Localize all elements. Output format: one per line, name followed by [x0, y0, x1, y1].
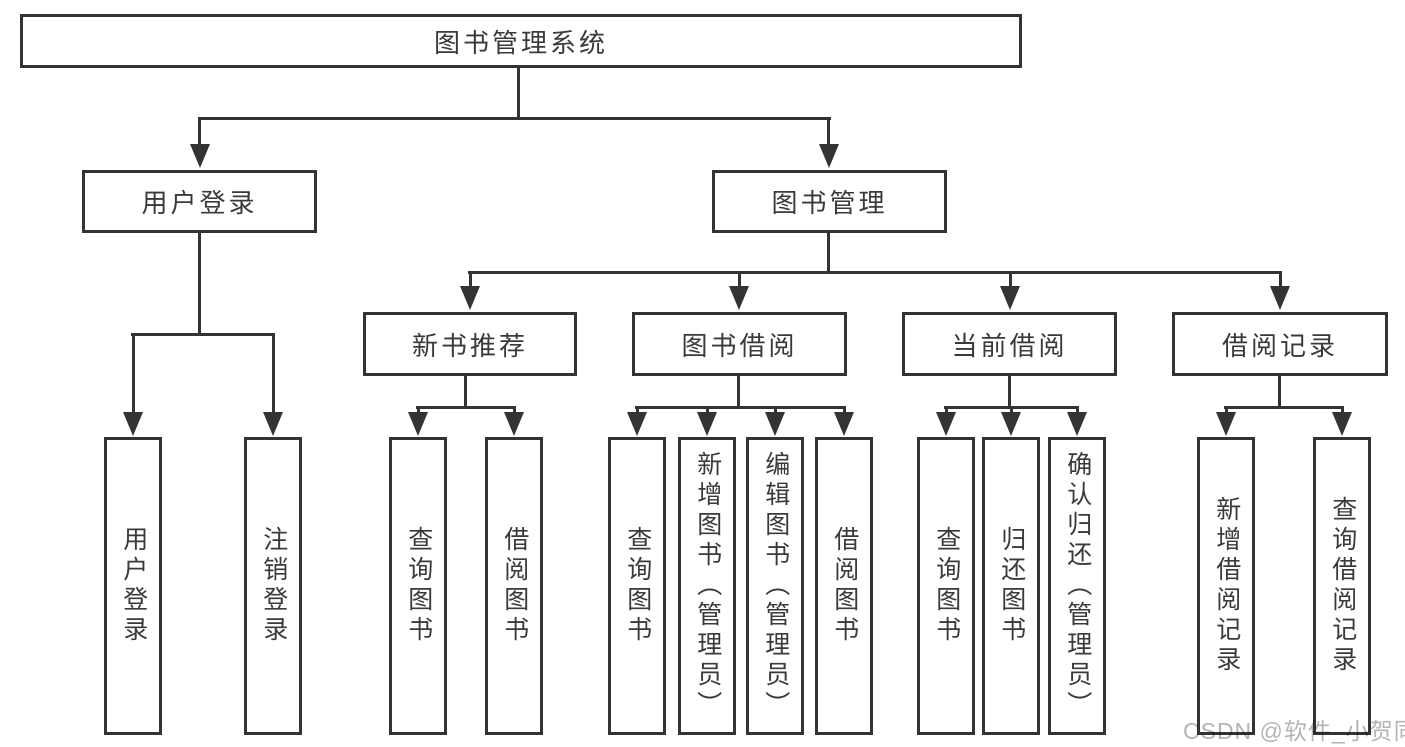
- arrow-down-icon: [263, 412, 283, 436]
- leaf-borrow-edit-book: 编辑图书（管理员）: [746, 437, 804, 735]
- connector-line: [636, 406, 639, 416]
- node-current-borrow: 当前借阅: [902, 312, 1117, 376]
- node-new-book-recommend: 新书推荐: [363, 312, 577, 376]
- connector-line: [198, 117, 831, 120]
- connector-line: [1008, 374, 1011, 409]
- leaf-user-login: 用户登录: [104, 437, 162, 735]
- leaf-borrow-query-label: 查询图书: [623, 526, 652, 646]
- connector-line: [945, 406, 948, 416]
- connector-line: [1010, 406, 1013, 416]
- connector-line: [272, 333, 275, 415]
- connector-line: [468, 271, 1282, 274]
- arrow-down-icon: [819, 144, 839, 168]
- arrow-down-icon: [460, 286, 480, 310]
- node-book-management: 图书管理: [712, 170, 947, 233]
- leaf-borrow-book: 借阅图书: [815, 437, 873, 735]
- arrow-down-icon: [408, 412, 428, 436]
- arrow-down-icon: [697, 412, 717, 436]
- node-borrow-records: 借阅记录: [1172, 312, 1388, 376]
- leaf-borrow-book-label: 借阅图书: [830, 526, 859, 646]
- node-new-book-recommend-label: 新书推荐: [411, 330, 528, 361]
- connector-line: [737, 374, 740, 409]
- arrow-down-icon: [123, 412, 143, 436]
- arrow-down-icon: [627, 412, 647, 436]
- connector-line: [1224, 406, 1344, 409]
- connector-line: [1076, 406, 1079, 416]
- node-user-login: 用户登录: [82, 170, 317, 233]
- leaf-record-add: 新增借阅记录: [1197, 437, 1255, 735]
- leaf-record-add-label: 新增借阅记录: [1212, 496, 1241, 676]
- leaf-current-query: 查询图书: [917, 437, 975, 735]
- connector-line: [132, 333, 135, 415]
- connector-line: [827, 117, 830, 147]
- connector-line: [416, 406, 516, 409]
- leaf-current-return-label: 归还图书: [997, 526, 1026, 646]
- connector-line: [774, 406, 777, 416]
- node-user-login-label: 用户登录: [141, 188, 258, 218]
- connector-line: [198, 231, 201, 336]
- leaf-borrow-edit-book-label: 编辑图书（管理员）: [761, 451, 790, 721]
- node-book-borrow-label: 图书借阅: [681, 330, 798, 361]
- connector-line: [131, 333, 275, 336]
- connector-line: [1341, 406, 1344, 416]
- leaf-newbook-query: 查询图书: [389, 437, 447, 735]
- arrow-down-icon: [1067, 412, 1087, 436]
- connector-line: [1278, 374, 1281, 409]
- leaf-borrow-add-book: 新增图书（管理员）: [678, 437, 736, 735]
- leaf-user-login-label: 用户登录: [119, 526, 148, 646]
- node-book-management-label: 图书管理: [771, 188, 888, 218]
- arrow-down-icon: [765, 412, 785, 436]
- connector-line: [1009, 271, 1012, 289]
- arrow-down-icon: [834, 412, 854, 436]
- arrow-down-icon: [936, 412, 956, 436]
- csdn-watermark: CSDN @软件_小贺同学: [1183, 718, 1405, 744]
- node-root: 图书管理系统: [20, 14, 1022, 68]
- arrow-down-icon: [1216, 412, 1236, 436]
- node-book-borrow: 图书借阅: [632, 312, 847, 376]
- connector-line: [469, 271, 472, 289]
- leaf-newbook-borrow-label: 借阅图书: [500, 526, 529, 646]
- leaf-borrow-add-book-label: 新增图书（管理员）: [693, 451, 722, 721]
- node-root-label: 图书管理系统: [433, 27, 608, 58]
- connector-line: [706, 406, 709, 416]
- node-borrow-records-label: 借阅记录: [1221, 330, 1338, 361]
- connector-line: [513, 406, 516, 416]
- leaf-record-query: 查询借阅记录: [1313, 437, 1371, 735]
- leaf-current-query-label: 查询图书: [932, 526, 961, 646]
- connector-line: [738, 271, 741, 289]
- arrow-down-icon: [1332, 412, 1352, 436]
- leaf-logout: 注销登录: [244, 437, 302, 735]
- connector-line: [417, 406, 420, 416]
- leaf-newbook-borrow: 借阅图书: [485, 437, 543, 735]
- leaf-logout-label: 注销登录: [259, 526, 288, 646]
- connector-line: [517, 66, 520, 120]
- connector-line: [635, 406, 846, 409]
- connector-line: [843, 406, 846, 416]
- arrow-down-icon: [190, 144, 210, 168]
- connector-line: [464, 374, 467, 409]
- arrow-down-icon: [729, 286, 749, 310]
- arrow-down-icon: [504, 412, 524, 436]
- leaf-current-confirm-return-label: 确认归还（管理员）: [1063, 451, 1092, 721]
- connector-line: [1225, 406, 1228, 416]
- leaf-current-confirm-return: 确认归还（管理员）: [1048, 437, 1106, 735]
- arrow-down-icon: [1001, 412, 1021, 436]
- connector-line: [198, 117, 201, 147]
- connector-line: [1279, 271, 1282, 289]
- node-current-borrow-label: 当前借阅: [951, 330, 1068, 361]
- connector-line: [827, 231, 830, 274]
- arrow-down-icon: [1270, 286, 1290, 310]
- leaf-current-return: 归还图书: [982, 437, 1040, 735]
- arrow-down-icon: [1000, 286, 1020, 310]
- leaf-record-query-label: 查询借阅记录: [1328, 496, 1357, 676]
- leaf-borrow-query: 查询图书: [608, 437, 666, 735]
- leaf-newbook-query-label: 查询图书: [404, 526, 433, 646]
